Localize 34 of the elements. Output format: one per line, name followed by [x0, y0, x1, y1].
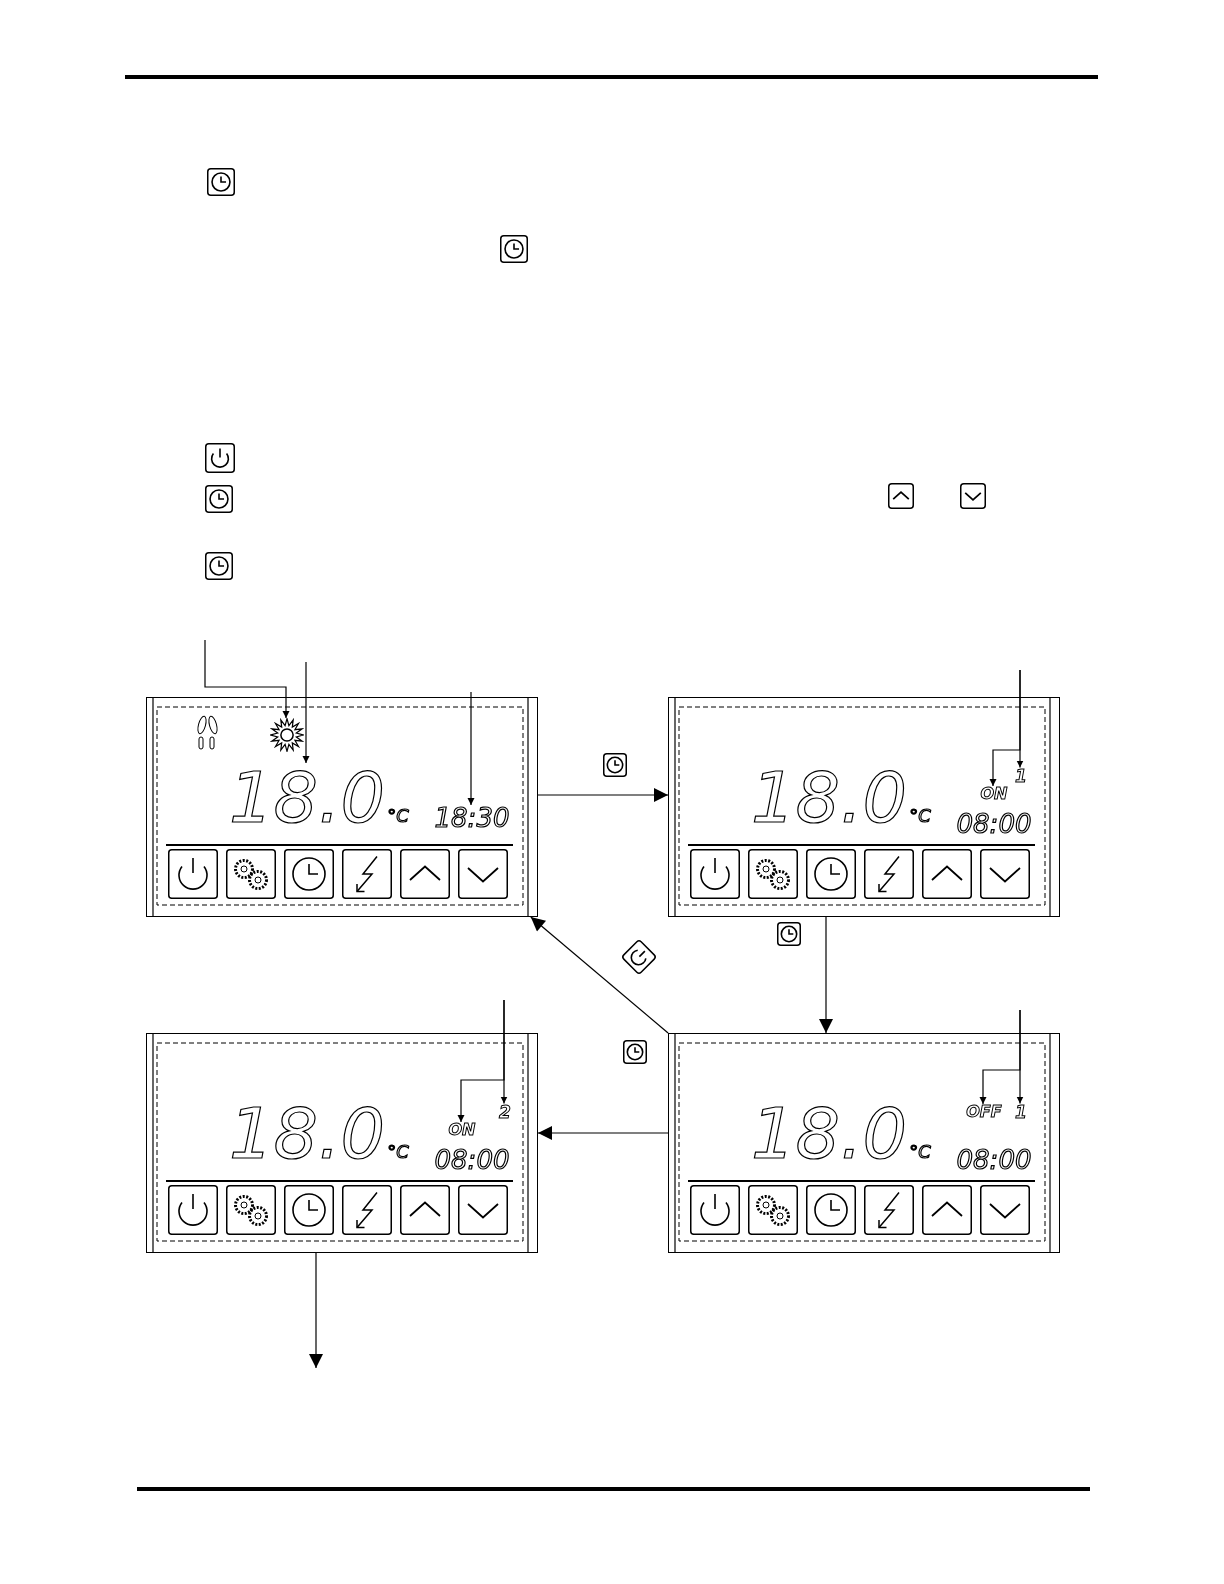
lcd-panel: [146, 697, 538, 917]
off-indicator: OFF: [966, 1104, 1002, 1120]
arrow: [537, 788, 669, 802]
lcd-panel: [668, 1033, 1060, 1253]
arrow: [309, 1252, 323, 1369]
unit-text: °C: [909, 1143, 931, 1161]
leader-line: [457, 999, 505, 1123]
lcd-panel: [146, 1033, 538, 1253]
sun-icon: [270, 718, 304, 752]
unit-text: °C: [387, 807, 409, 825]
leader-line: [302, 661, 310, 764]
arrow: [530, 916, 669, 1034]
arrow: [537, 1126, 669, 1140]
clock-digits: 18:30: [434, 805, 510, 831]
clock-digits: 08:00: [956, 1147, 1032, 1173]
temperature-digits: 18.0: [229, 1099, 385, 1169]
clock-digits: 08:00: [956, 811, 1032, 837]
program-number: 1: [1015, 767, 1027, 785]
clock-digits: 08:00: [434, 1147, 510, 1173]
on-indicator: ON: [448, 1122, 476, 1138]
lcd-panel: [668, 697, 1060, 917]
leader-line: [989, 669, 1021, 787]
unit-text: °C: [909, 807, 931, 825]
leader-line: [979, 1009, 1021, 1105]
program-number: 1: [1015, 1103, 1027, 1121]
unit-text: °C: [387, 1143, 409, 1161]
leader-line: [204, 639, 290, 719]
temperature-digits: 18.0: [751, 763, 907, 833]
temperature-digits: 18.0: [229, 763, 385, 833]
arrow: [819, 916, 833, 1034]
leader-line: [467, 691, 475, 806]
temperature-digits: 18.0: [751, 1099, 907, 1169]
on-indicator: ON: [980, 786, 1008, 802]
program-number: 2: [499, 1103, 511, 1121]
